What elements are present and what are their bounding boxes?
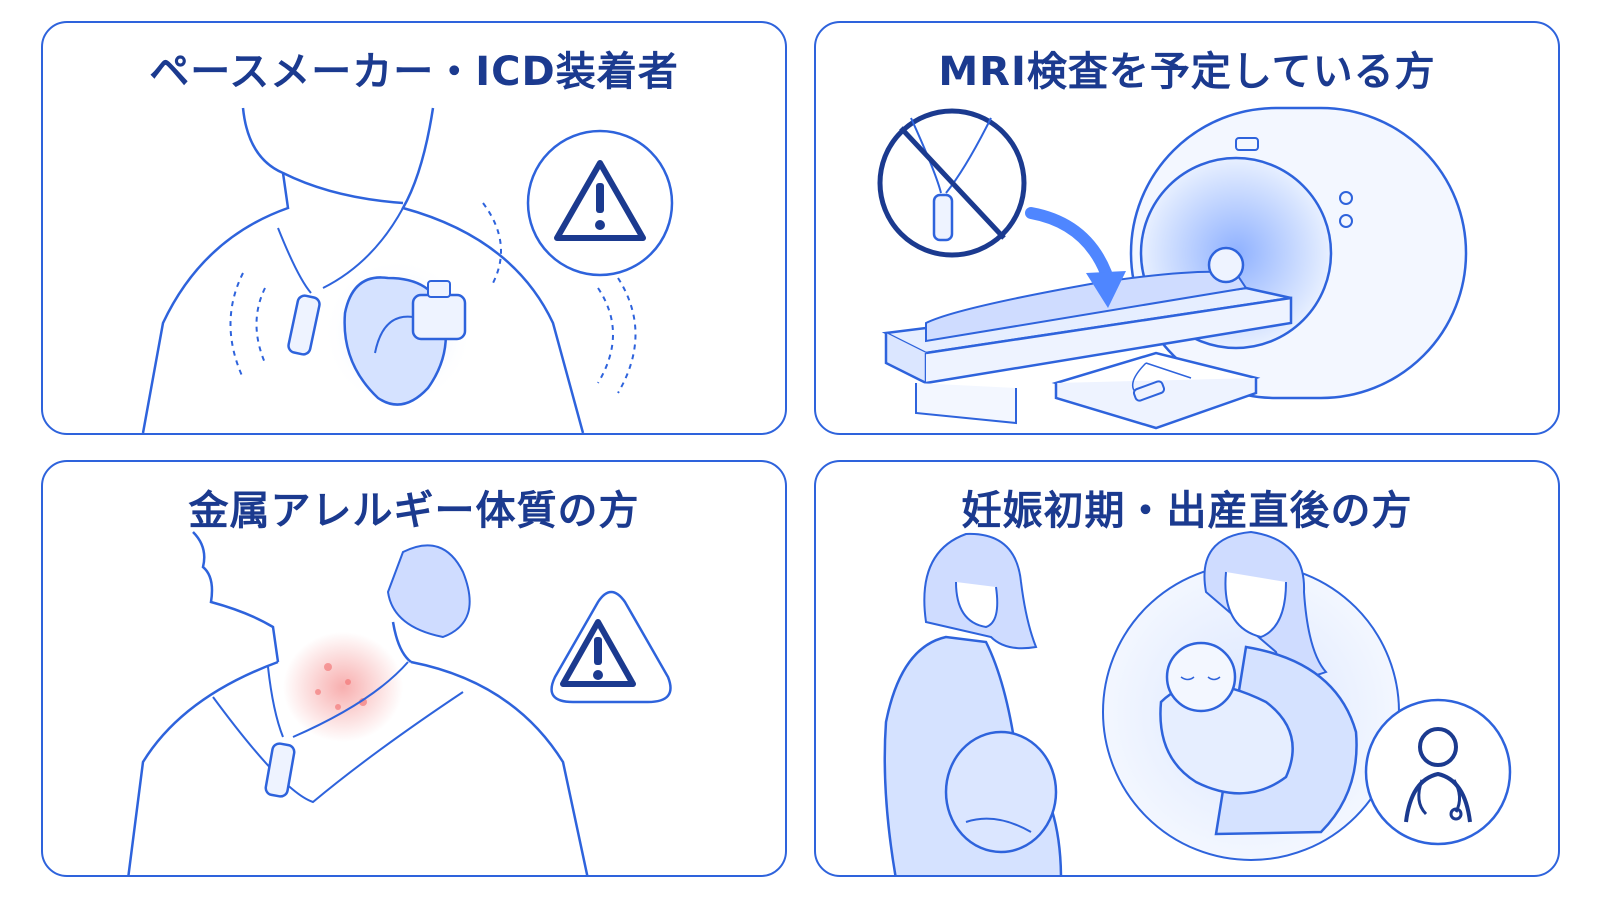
hair-bun (386, 544, 471, 639)
pacemaker-illustration (141, 107, 674, 433)
panel-title-metal-allergy: 金属アレルギー体質の方 (188, 488, 640, 534)
warning-icon (550, 590, 672, 704)
arrow-icon (1025, 207, 1112, 279)
mri-illustration (877, 106, 1468, 430)
rash-area (283, 632, 403, 742)
panel-title-pregnancy: 妊娠初期・出産直後の方 (961, 488, 1413, 534)
panel-metal-allergy: 金属アレルギー体質の方 (41, 460, 787, 877)
pacemaker-device (411, 293, 467, 341)
mother-face (1224, 571, 1287, 639)
torso-outline-right (401, 107, 585, 433)
warning-icon (526, 129, 674, 277)
torso-outline (141, 107, 290, 433)
panel-pacemaker: ペースメーカー・ICD装着者 (41, 21, 787, 435)
allergy-illustration (127, 531, 672, 875)
panel-pregnancy: 妊娠初期・出産直後の方 (814, 460, 1560, 877)
necklace-pendant (287, 294, 321, 356)
doctor-icon (1364, 698, 1512, 846)
panel-title-pacemaker: ペースメーカー・ICD装着者 (149, 49, 679, 95)
panel-title-mri: MRI検査を予定している方 (938, 49, 1436, 95)
face-profile (192, 531, 280, 663)
necklace-pendant (264, 742, 296, 798)
pregnancy-illustration (883, 530, 1512, 875)
panel-mri: MRI検査を予定している方 (814, 21, 1560, 435)
belly (944, 730, 1058, 854)
patient-head (1207, 246, 1245, 284)
baby-head (1165, 641, 1237, 713)
pregnant-woman-face (955, 581, 999, 629)
no-necklace-icon (877, 108, 1027, 258)
